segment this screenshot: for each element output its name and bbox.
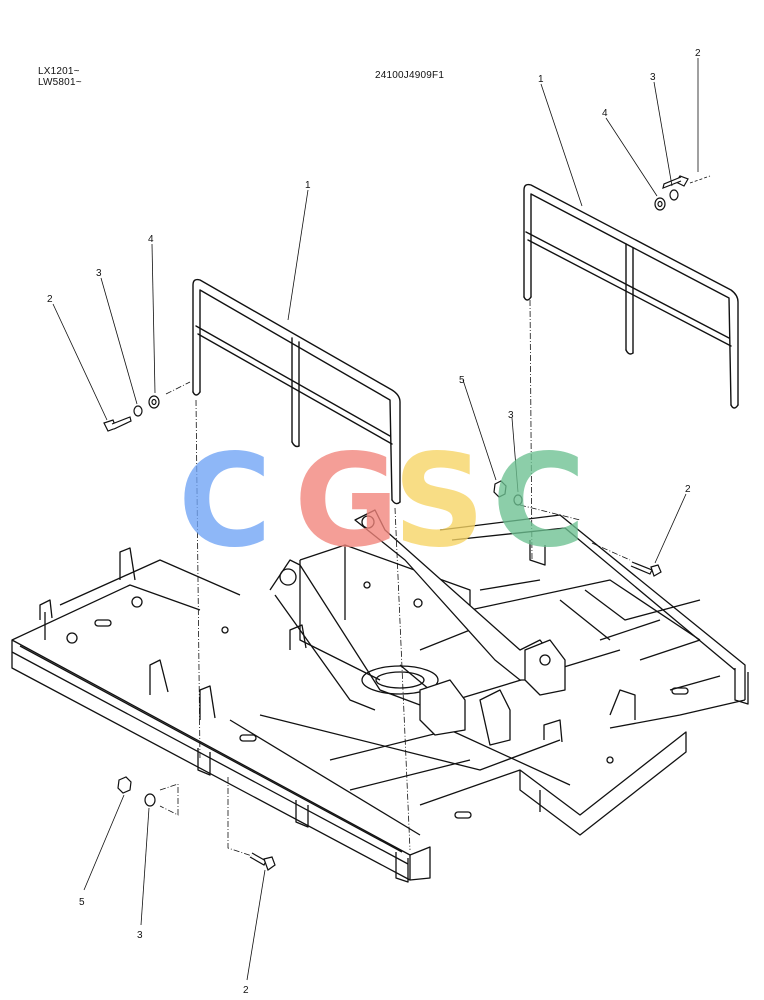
callout-bolt-lower: 2 [243,985,249,996]
main-frame [11,509,749,883]
callout-bolt-upper-left: 2 [47,294,53,305]
bolt-lower-head [263,856,276,871]
callout-spring-washer-lower-left: 3 [137,930,143,941]
bolt-upper-left-shank [111,416,132,430]
watermark: C G S C [178,427,586,576]
spring-washer-lower-left [144,793,156,807]
model-line-1: LX1201~ [38,66,80,77]
callout-spring-washer-upper-right: 3 [650,72,656,83]
watermark-letter-4: C [492,427,586,576]
callout-guard-right: 1 [538,74,544,85]
callout-washer-upper-right: 4 [602,108,608,119]
guard-rail-right [523,183,739,409]
callout-bolt-mid-right: 2 [685,484,691,495]
spring-washer-mid [513,494,523,506]
part-code: 24100J4909F1 [375,70,445,81]
nut-lower-left [117,776,132,794]
bolt-mid-right-head [650,564,662,577]
callout-guard-left: 1 [305,180,311,191]
watermark-letter-1: C [178,427,272,576]
callout-spring-washer-upper-left: 3 [96,268,102,279]
callout-bolt-upper-right: 2 [695,48,701,59]
hardware [103,175,689,871]
spring-washer-upper-right [669,189,679,201]
model-line-2: LW5801~ [38,77,82,88]
assembly-lines [159,175,711,857]
watermark-letter-3: S [393,427,485,576]
callout-nut-lower-left: 5 [79,897,85,908]
callout-nut-mid: 5 [459,375,465,386]
callout-spring-washer-mid: 3 [508,410,514,421]
bolt-mid-right-shank [630,561,653,575]
callout-numbers: 1 1 2 3 4 2 3 4 5 3 2 5 3 2 [47,48,701,996]
nut-mid [493,480,507,498]
guard-rail-left [192,278,401,505]
spring-washer-upper-left [133,405,143,417]
callout-washer-upper-left: 4 [148,234,154,245]
watermark-letter-2: G [294,427,399,576]
leader-lines [52,58,699,981]
